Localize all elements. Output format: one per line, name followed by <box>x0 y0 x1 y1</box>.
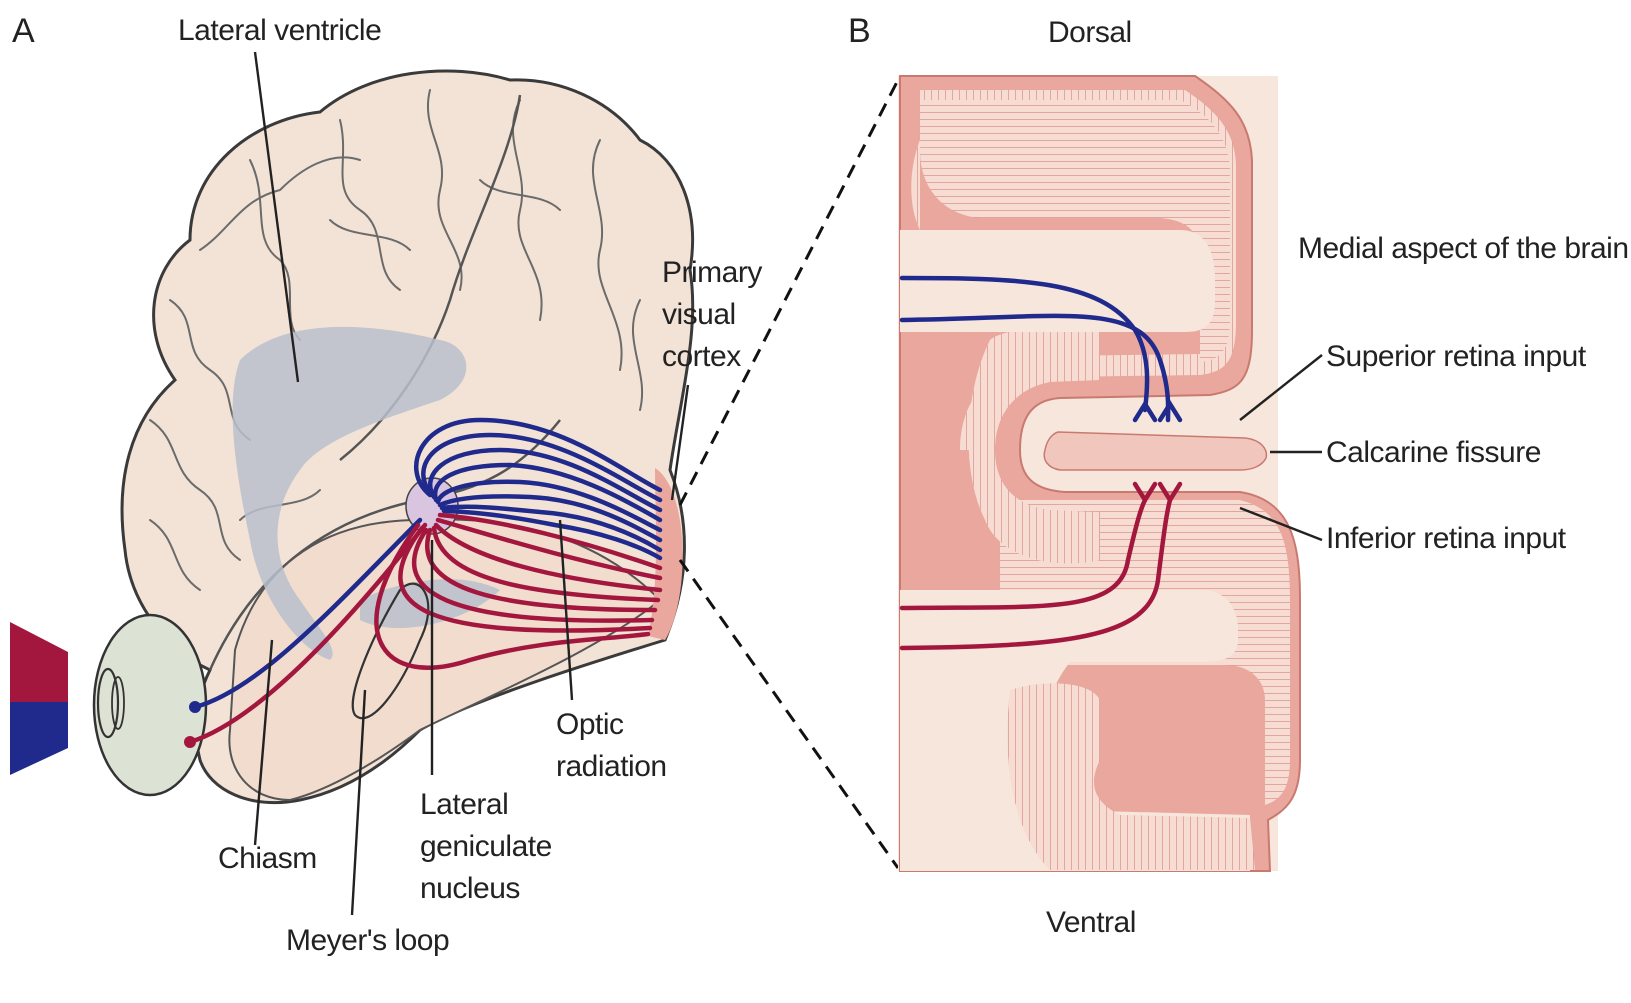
label-inferior-retina-input: Inferior retina input <box>1326 522 1567 555</box>
label-optic-radiation: Optic radiation <box>556 708 667 783</box>
label-lateral-geniculate-nucleus: Lateral geniculate nucleus <box>420 788 560 905</box>
label-primary-visual-cortex-1: Primary <box>662 256 762 289</box>
label-meyers-loop: Meyer's loop <box>286 924 449 957</box>
eyeball <box>94 615 206 795</box>
label-ventral: Ventral <box>1046 906 1136 939</box>
label-optic-radiation-1: Optic <box>556 708 624 741</box>
label-chiasm: Chiasm <box>218 842 317 875</box>
zoom-line-bottom <box>680 560 898 868</box>
label-lateral-ventricle: Lateral ventricle <box>178 14 381 47</box>
visual-field-upper <box>10 622 68 702</box>
visual-field-lower <box>10 702 68 775</box>
label-dorsal: Dorsal <box>1048 16 1132 49</box>
label-optic-radiation-2: radiation <box>556 750 667 783</box>
label-primary-visual-cortex: Primary visual cortex <box>662 256 770 373</box>
label-primary-visual-cortex-3: cortex <box>662 340 741 373</box>
panel-a: A <box>10 12 770 957</box>
visual-field <box>10 622 68 775</box>
label-superior-retina-input: Superior retina input <box>1326 340 1587 373</box>
label-lgn-2: geniculate <box>420 830 552 863</box>
label-lgn-3: nucleus <box>420 872 520 905</box>
label-primary-visual-cortex-2: visual <box>662 298 736 331</box>
calcarine-fissure-slot <box>1044 432 1266 470</box>
panel-b-letter: B <box>848 12 871 50</box>
zoom-lines <box>680 80 898 868</box>
label-medial-aspect: Medial aspect of the brain <box>1298 232 1629 265</box>
zoom-line-top <box>680 80 898 505</box>
eye <box>94 615 206 795</box>
label-lgn-1: Lateral <box>420 788 508 821</box>
white-matter-finger-lower <box>900 590 1238 662</box>
label-calcarine-fissure: Calcarine fissure <box>1326 436 1541 469</box>
panel-a-letter: A <box>12 12 35 50</box>
panel-b: B <box>848 12 1629 939</box>
